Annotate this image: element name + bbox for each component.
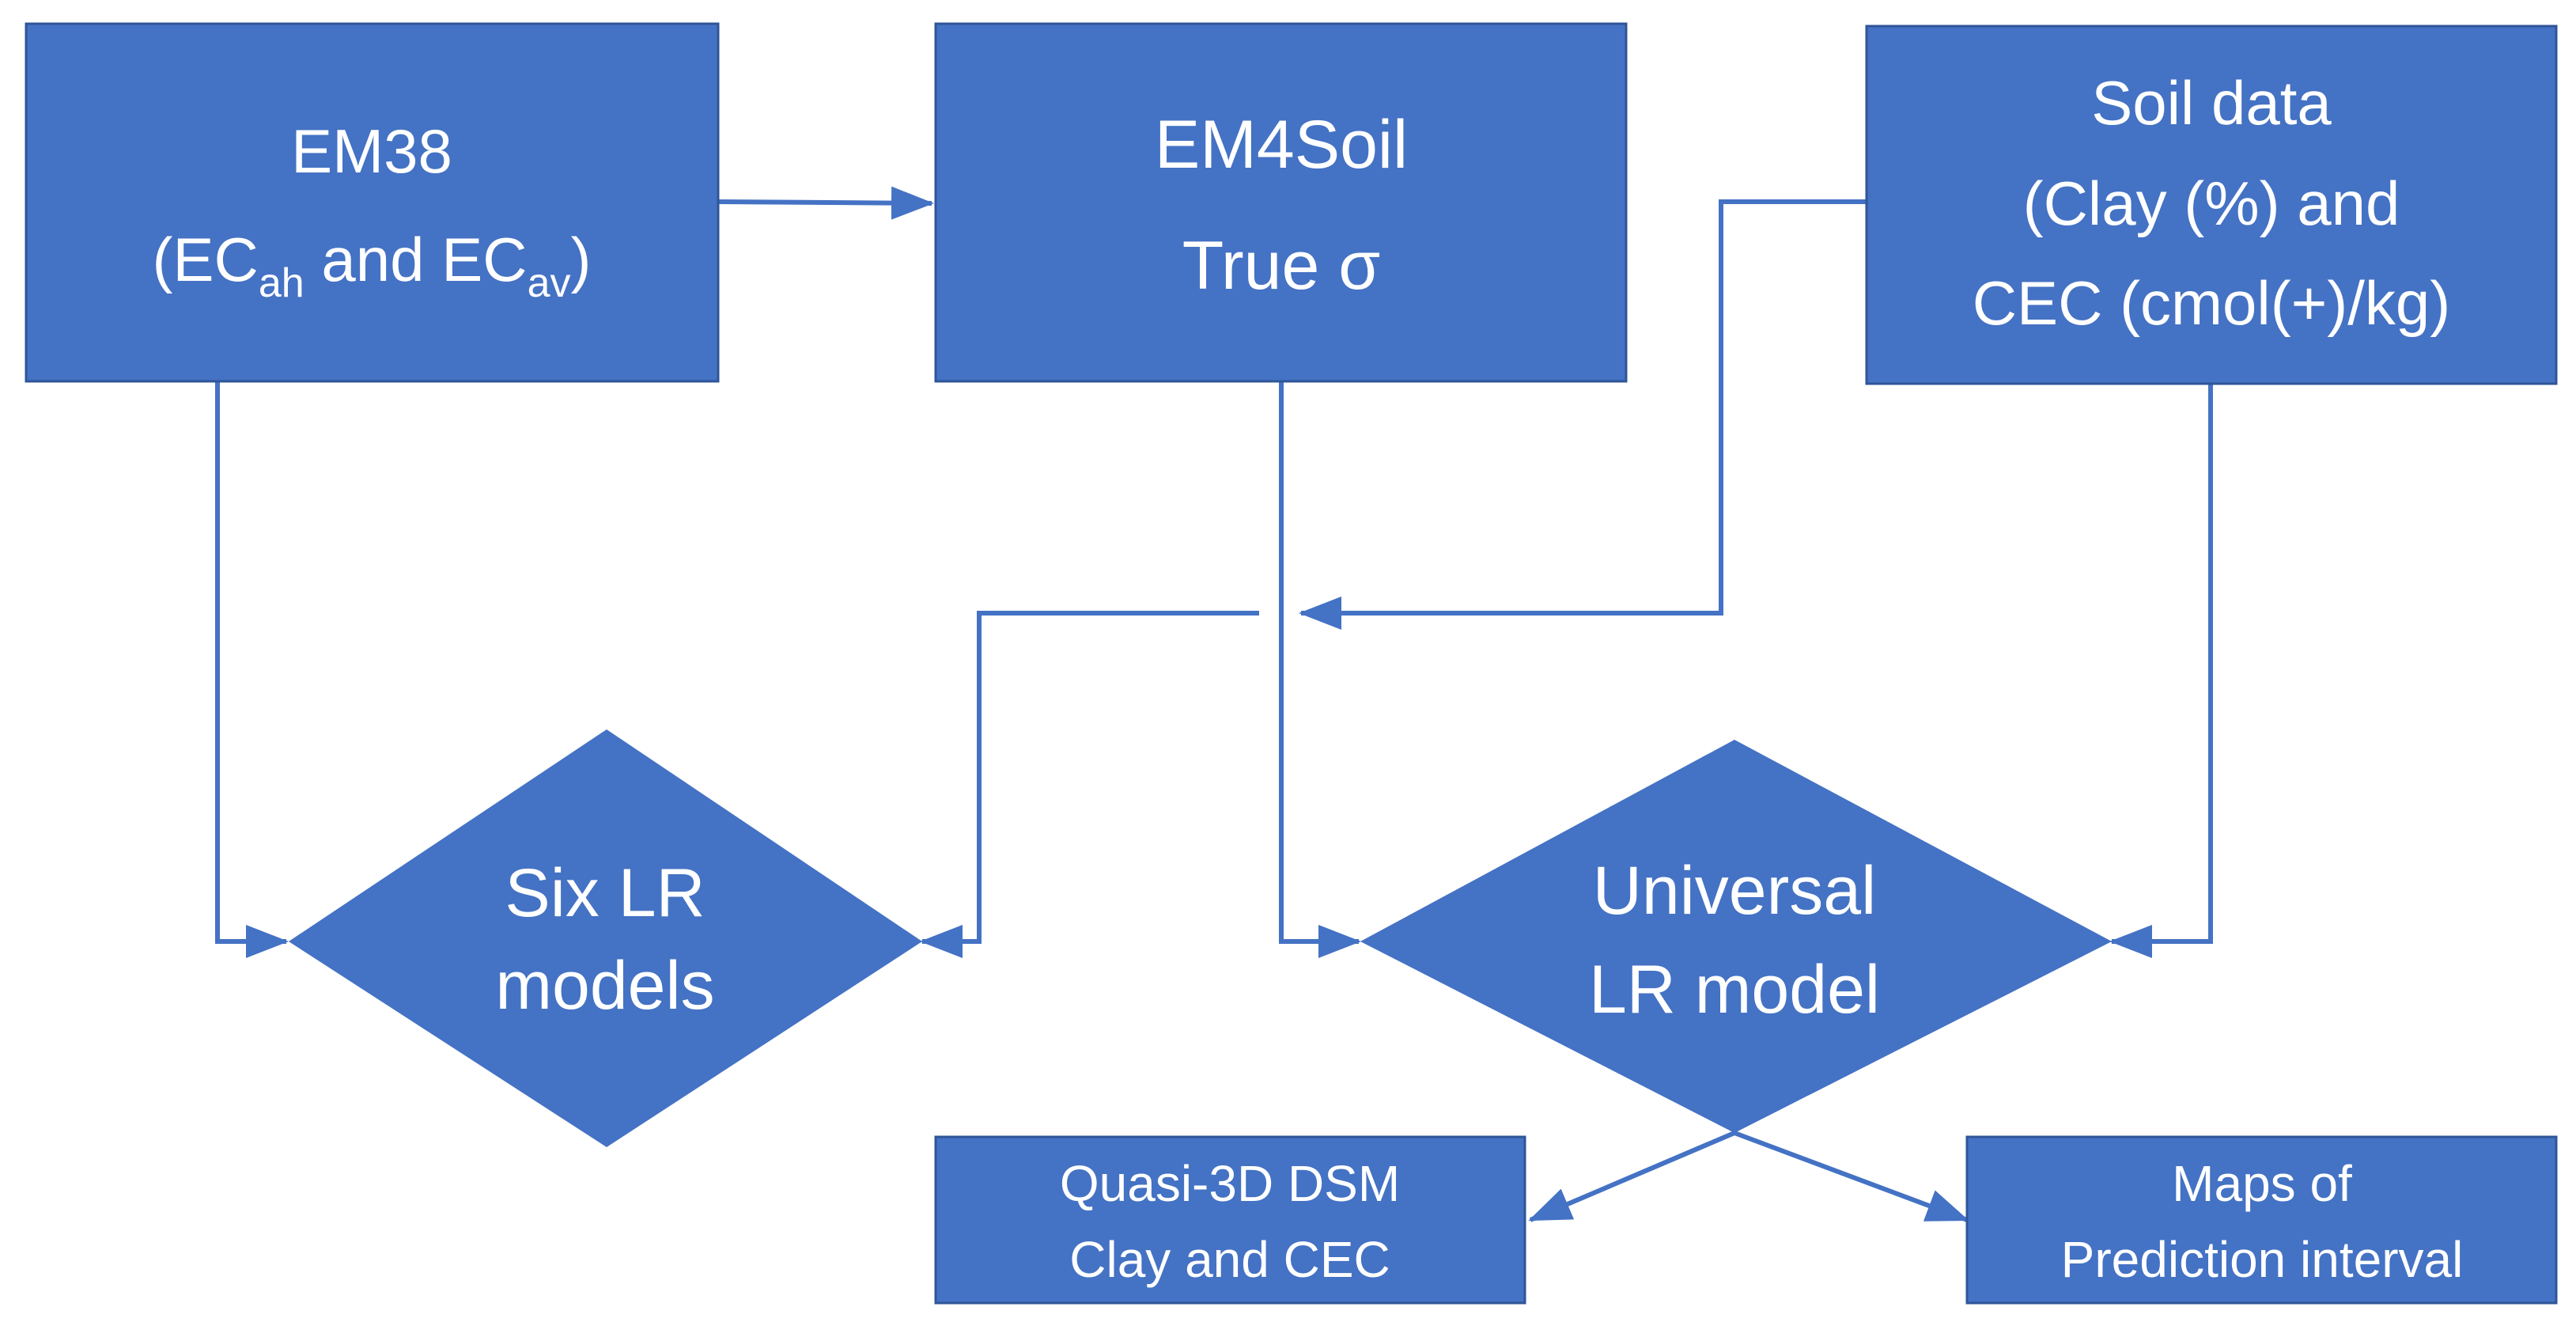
em4soil-true-sigma: True σ <box>1182 228 1381 304</box>
universal-lr-model-diamond: Universal LR model <box>1360 740 2112 1133</box>
arrow-universal-to-quasi3d <box>1528 1131 1736 1222</box>
arrow-em4soil-to-universal-lr <box>1279 381 1361 958</box>
maps-line2: Prediction interval <box>2061 1231 2464 1288</box>
arrow-em38-to-em4soil <box>717 186 934 220</box>
universal-lr-line1: Universal <box>1593 853 1876 929</box>
six-lr-models-diamond: Six LR models <box>289 729 922 1147</box>
quasi3d-line2: Clay and CEC <box>1069 1231 1390 1288</box>
arrow-soil-to-universal-lr <box>2109 384 2213 958</box>
six-lr-line2: models <box>495 948 714 1024</box>
arrow-em38-to-six-lr <box>215 381 289 958</box>
connectors <box>215 186 2213 1222</box>
soil-data-line1: Soil data <box>2091 68 2332 138</box>
em4soil-box: EM4Soil True σ <box>934 22 1628 383</box>
line-hop-to-six-lr <box>920 611 1259 958</box>
arrow-universal-to-maps <box>1733 1131 1969 1222</box>
soil-data-box: Soil data (Clay (%) and CEC (cmol(+)/kg) <box>1865 25 2558 385</box>
em38-title: EM38 <box>291 116 452 186</box>
em4soil-title: EM4Soil <box>1155 107 1408 183</box>
arrow-soil-to-six-lr <box>1299 199 1867 630</box>
soil-data-line3: CEC (cmol(+)/kg) <box>1973 268 2451 338</box>
universal-lr-line2: LR model <box>1589 952 1880 1028</box>
maps-prediction-box: Maps of Prediction interval <box>1965 1135 2558 1305</box>
em38-formula: (ECah and ECav) <box>153 225 592 306</box>
quasi3d-dsm-box: Quasi-3D DSM Clay and CEC <box>934 1135 1526 1305</box>
maps-line1: Maps of <box>2172 1155 2352 1212</box>
six-lr-line1: Six LR <box>505 855 705 931</box>
quasi3d-line1: Quasi-3D DSM <box>1060 1155 1400 1212</box>
soil-data-line2: (Clay (%) and <box>2023 169 2400 238</box>
em38-box: EM38 (ECah and ECav) <box>25 22 720 383</box>
